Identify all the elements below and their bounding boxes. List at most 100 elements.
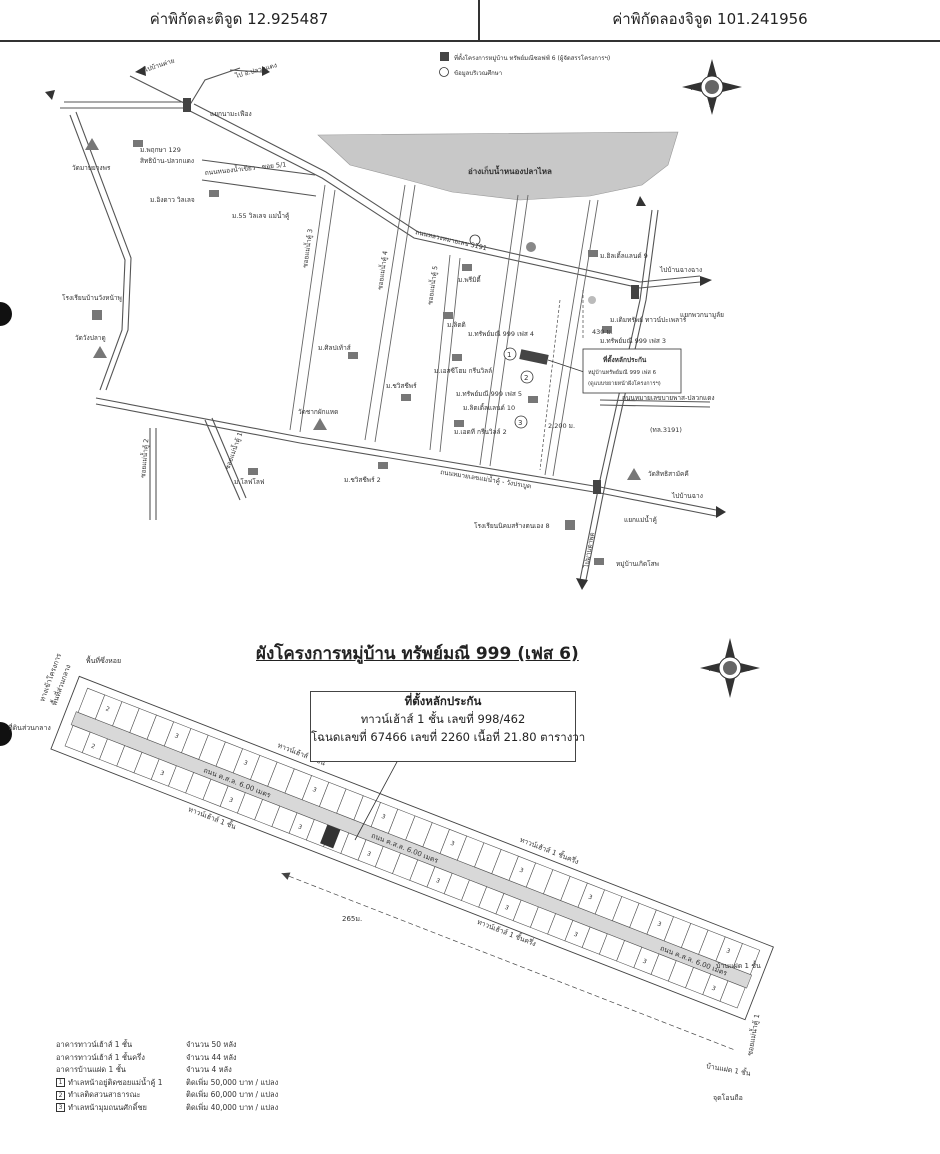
lot-code: 3 xyxy=(173,732,179,740)
binder-hole-1 xyxy=(0,302,12,326)
marker-3-label: 3 xyxy=(518,419,522,427)
plan-legend: อาคารทาวน์เฮ้าส์ 1 ชั้นจำนวน 50 หลัง อาค… xyxy=(56,1039,278,1114)
label-chanok: ม.ชวิสชีพร์ xyxy=(386,382,417,390)
label-easy-home: ม.เอสซีโฮม กรีนวิลล์ xyxy=(434,367,492,375)
traffic-light-1 xyxy=(183,98,191,112)
latitude-label: ค่าพิกัดละติจูด 12.925487 xyxy=(149,10,329,28)
marker-2-label: 2 xyxy=(524,374,528,382)
svg-text:W: W xyxy=(690,85,696,92)
lot xyxy=(719,980,746,1009)
plan-top-left-label: พื้นที่ซึ่งหอย xyxy=(86,654,121,665)
project-location-marker xyxy=(519,349,549,365)
label-songkhla: ม.ศิลปเท้าส์ xyxy=(318,344,351,352)
marker-circle-2 xyxy=(520,370,534,384)
lot-code: 3 xyxy=(573,931,579,939)
lot-code: 3 xyxy=(228,796,234,804)
label-to-pluak-daeng: ไป อ.ปลวกแดง xyxy=(233,61,277,80)
lot-code: 3 xyxy=(159,770,165,778)
lot-code: 3 xyxy=(656,921,662,929)
legend-row: อาคารบ้านแฝด 1 ชั้นจำนวน 4 หลัง xyxy=(56,1065,232,1074)
legend-project-label: ที่ตั้งโครงการหมู่บ้าน ทรัพย์มณีซอฟฟ์ 6 … xyxy=(454,52,610,62)
location-callout xyxy=(582,348,682,394)
label-ritthi: ม.ลิตติ xyxy=(447,321,466,329)
legend-project-swatch xyxy=(440,52,449,61)
label-soi-mae-nam-3: ซอยแม่น้ำคู้ 3 xyxy=(300,228,314,268)
label-hill-land: ม.ฮิลเติ้ลแลนด์ 9 xyxy=(600,251,648,260)
label-to-ban-chang: ไปบ้านฉาง xyxy=(671,492,703,500)
label-mcity: ม.เอดที กรีนวิลล์ 2 xyxy=(454,428,507,436)
road-west xyxy=(69,114,126,391)
plan-single-house-label-1: บ้านแฝด 1 ชั้น xyxy=(716,959,761,970)
lot-code: 3 xyxy=(297,823,303,831)
plan-dist-265-label: 265ม. xyxy=(342,915,362,923)
svg-text:E: E xyxy=(746,666,750,673)
lot-code: 3 xyxy=(518,867,524,875)
collateral-callout-deed: โฉนดเลขที่ 67466 เลขที่ 2260 เนื้อที่ 21… xyxy=(311,730,586,744)
compass-icon: N S W E xyxy=(682,59,742,115)
label-road-pluak-2: (ทล.3191) xyxy=(650,426,682,434)
label-m-loft: ม.โลฟโลฟ xyxy=(234,478,265,486)
label-to-rayong: ไปบ้านฉางฉาง xyxy=(659,266,702,274)
reservoir xyxy=(317,131,679,201)
label-kaeng-nam-yen: แยกนามะเฟือง xyxy=(210,110,252,118)
lot-code: 3 xyxy=(380,813,386,821)
label-road-pluak: ถนนหมายเลขบายพาส-ปลวกแดง xyxy=(622,394,715,402)
coordinate-bar: ค่าพิกัดละติจูด 12.925487 ค่าพิกัดลองจิจ… xyxy=(0,0,940,42)
collateral-callout: ที่ตั้งหลักประกัน ทาวน์เฮ้าส์ 1 ชั้น เลข… xyxy=(310,691,586,762)
legend-place-label: ข้อมูลบริเวณศึกษา xyxy=(454,70,502,77)
label-wat-nikhom: วัดชากผักแหด xyxy=(298,408,338,416)
label-wat-sothon: วัดสิทธิสามัคคี xyxy=(648,470,689,478)
plan-single-house-label-2: บ้านแฝด 1 ชั้น xyxy=(706,1059,752,1078)
marker-circle-1 xyxy=(503,347,517,361)
label-itsara: ม.อิงดาว วิลเลจ xyxy=(150,196,195,204)
svg-text:S: S xyxy=(709,102,713,109)
plan-end-soi-label: ซอยแม่น้ำคู้ 1 xyxy=(743,1013,761,1057)
svg-text:S: S xyxy=(727,683,731,690)
label-school-ban-khao: โรงเรียนบ้านวังหน้าพู xyxy=(62,294,122,302)
label-wat-nong-prue: วัดวังปลาดู xyxy=(75,334,106,342)
lot-code: 2 xyxy=(90,743,96,751)
location-map: อ่างเก็บน้ำหนองปลาไหล xyxy=(45,52,742,590)
collateral-callout-address: ทาวน์เฮ้าส์ 1 ชั้น เลขที่ 998/462 xyxy=(360,712,526,726)
marker-circle-3 xyxy=(514,415,528,429)
plan-distance-line xyxy=(281,872,734,1050)
lot-code: 3 xyxy=(642,958,648,966)
road-bottom-diagonal xyxy=(95,397,717,511)
lot-code: 3 xyxy=(711,985,717,993)
label-project-999-5: ม.ทรัพย์มณี 999 เฟส 5 xyxy=(456,390,522,398)
arrow-ban-khai xyxy=(135,66,146,76)
svg-text:W: W xyxy=(708,666,714,673)
label-soi-mae-nam-5: ซอยแม่น้ำคู้ 5 xyxy=(425,265,439,305)
lot-code: 3 xyxy=(449,840,455,848)
label-m-nong-pla: หมู่บ้านเกิดโสพ xyxy=(616,560,659,568)
lot-code: 3 xyxy=(587,894,593,902)
location-callout-line3: (ดูแบบขยายหน้าฝังโครงการฯ) xyxy=(588,379,661,387)
collateral-lot xyxy=(320,824,341,849)
binder-hole-2 xyxy=(0,722,12,746)
reservoir-label: อ่างเก็บน้ำหนองปลาไหล xyxy=(468,165,552,176)
lot xyxy=(732,943,761,975)
callout-leader xyxy=(354,759,399,841)
label-lintai: ม.ลิตเติ้ลแลนด์ 10 xyxy=(463,403,515,412)
label-road-mae-nam: ถนนหมายเลขแม่น้ำคู้ - วังปรเบูต xyxy=(440,467,532,490)
house-icon xyxy=(133,140,143,147)
legend-place-swatch xyxy=(439,67,449,77)
svg-text:N: N xyxy=(709,68,714,75)
lot-code: 3 xyxy=(311,786,317,794)
label-school-dest: โรงเรียนนิคมสร้างตนเอง 8 xyxy=(474,522,550,530)
svg-text:N: N xyxy=(727,649,732,656)
landmark-icon xyxy=(526,242,536,252)
label-dist-2200: 2,200 ม. xyxy=(548,422,575,430)
label-soi-55: ม.55 วิลเลจ แม่น้ำคู้ xyxy=(232,211,289,220)
plan-park-label: ที่ดินส่วนกลาง xyxy=(8,723,51,732)
svg-text:E: E xyxy=(728,85,732,92)
marker-1-label: 1 xyxy=(507,351,511,359)
label-project-999-4: ม.ทรัพย์มณี 999 เฟส 4 xyxy=(468,330,534,338)
legend-row: อาคารทาวน์เฮ้าส์ 1 ชั้นครึ่งจำนวน 44 หลั… xyxy=(56,1052,237,1062)
lot-code: 3 xyxy=(242,759,248,767)
plan-title: ผังโครงการหมู่บ้าน ทรัพย์มณี 999 (เฟส 6) xyxy=(256,644,579,664)
label-phuksa: ม.พฤกษา 129 xyxy=(140,146,181,154)
